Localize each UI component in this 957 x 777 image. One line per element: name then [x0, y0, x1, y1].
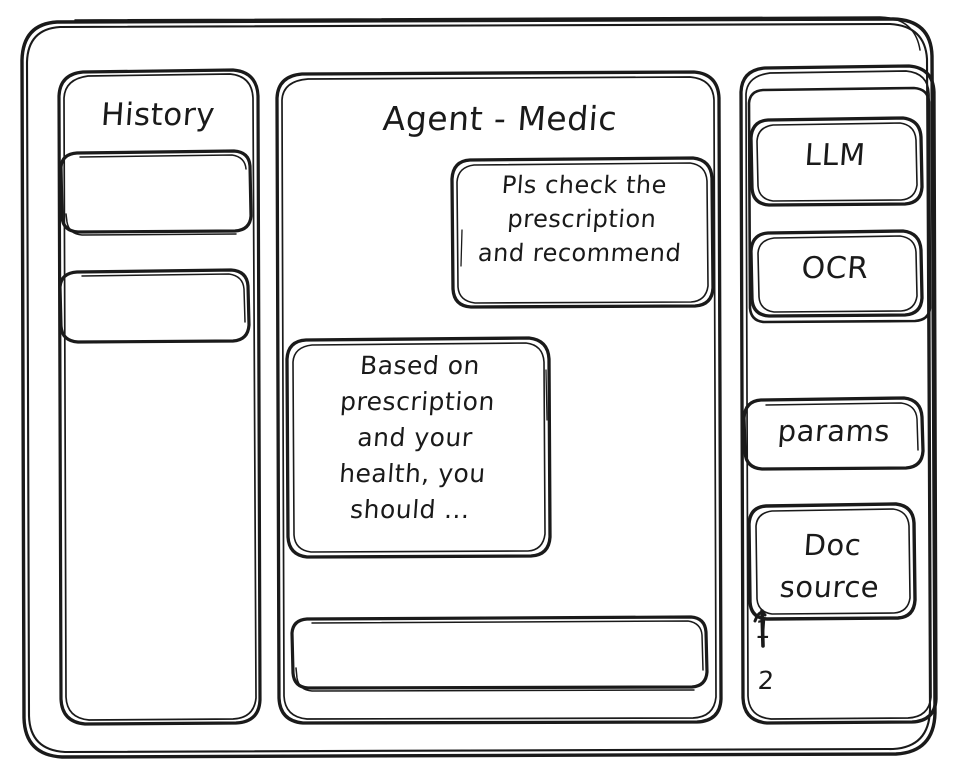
tools-panel [741, 66, 936, 723]
sidebar-panel [59, 70, 260, 724]
chat-panel [277, 72, 721, 723]
